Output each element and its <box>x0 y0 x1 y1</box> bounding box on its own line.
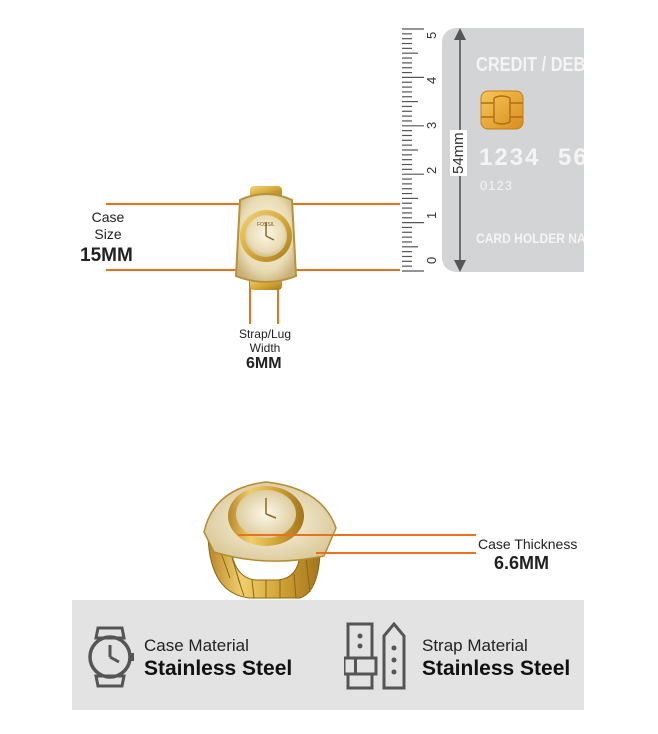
ruler <box>402 28 424 272</box>
strap-icon <box>344 622 406 690</box>
watch-logo: FOSSIL <box>257 222 275 228</box>
case-material-value: Stainless Steel <box>144 657 293 680</box>
card-code: 0123 <box>480 178 513 193</box>
card-chip-icon <box>480 90 524 130</box>
case-thickness-value: 6.6MM <box>494 553 550 573</box>
strap-width-label-line2: Width <box>249 341 281 355</box>
ring-watch-side <box>203 481 337 599</box>
materials-band: Case Material Stainless Steel Strap Mate… <box>72 600 584 710</box>
case-size-label: Case Size <box>84 209 132 243</box>
case-thickness-label: Case Thickness <box>478 536 578 552</box>
strap-material-label: Strap Material <box>422 636 528 655</box>
thickness-lines <box>238 534 476 554</box>
card-number-group-1: 1234 <box>479 144 541 171</box>
case-material-label: Case Material <box>144 636 249 655</box>
watch-icon <box>88 626 134 688</box>
strap-material-value: Stainless Steel <box>422 657 571 680</box>
strap-width-label-line1: Strap/Lug <box>238 327 292 341</box>
credit-card-content: CREDIT / DEBIT C 1234 56 0123 CARD HOLDE… <box>442 28 584 272</box>
case-size-label-line1: Case <box>91 209 125 225</box>
strap-width-label: Strap/Lug Width <box>234 327 296 355</box>
case-size-value: 15MM <box>80 245 133 266</box>
card-holder-name: CARD HOLDER NAME <box>476 230 584 246</box>
strap-width-value: 6MM <box>246 355 282 372</box>
card-title: CREDIT / DEBIT C <box>476 54 584 76</box>
ring-watch-front: FOSSIL <box>234 186 298 290</box>
case-size-label-line2: Size <box>94 226 122 242</box>
card-number-group-2: 56 <box>558 144 584 171</box>
